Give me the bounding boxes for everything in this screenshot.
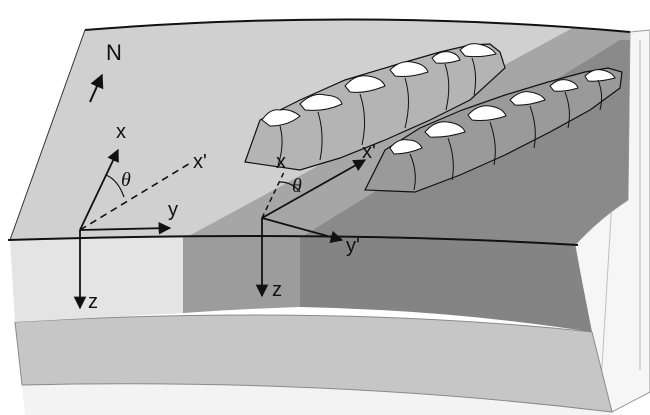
z-label-right: z [272,279,282,301]
lower-layer [14,314,613,413]
right-axes [255,159,367,298]
front-face-dark [300,234,592,332]
top-outline [84,18,631,33]
dashed-axis [79,161,193,231]
xprime-label-right: x' [362,141,376,163]
axis-arrow-icon [79,148,119,231]
bottom-layer [22,383,612,415]
left-axes [73,148,193,310]
theta-label-left: θ [121,169,131,191]
axis-arrow-icon [261,159,367,219]
yprime-label-right: y' [346,235,360,257]
ridge-lower [364,67,623,193]
theta-arc [279,181,301,193]
north-label: N [106,40,122,65]
north-arrow-icon [89,73,104,103]
theta-label-right: θ [292,175,302,197]
z-label-left: z [88,291,98,313]
theta-arc [105,174,125,198]
x-label-right: x [276,151,286,173]
y-label-left: y [168,199,178,221]
axis-arrow-icon [79,221,172,235]
x-label-left: x [116,121,126,143]
xprime-label-left: x' [193,151,207,173]
right-side-face [574,29,650,413]
front-edge-line [7,235,579,246]
axis-arrow-icon [261,217,344,244]
front-face-mid [183,234,300,313]
front-face-light [10,236,183,322]
ridge-upper [244,43,506,171]
